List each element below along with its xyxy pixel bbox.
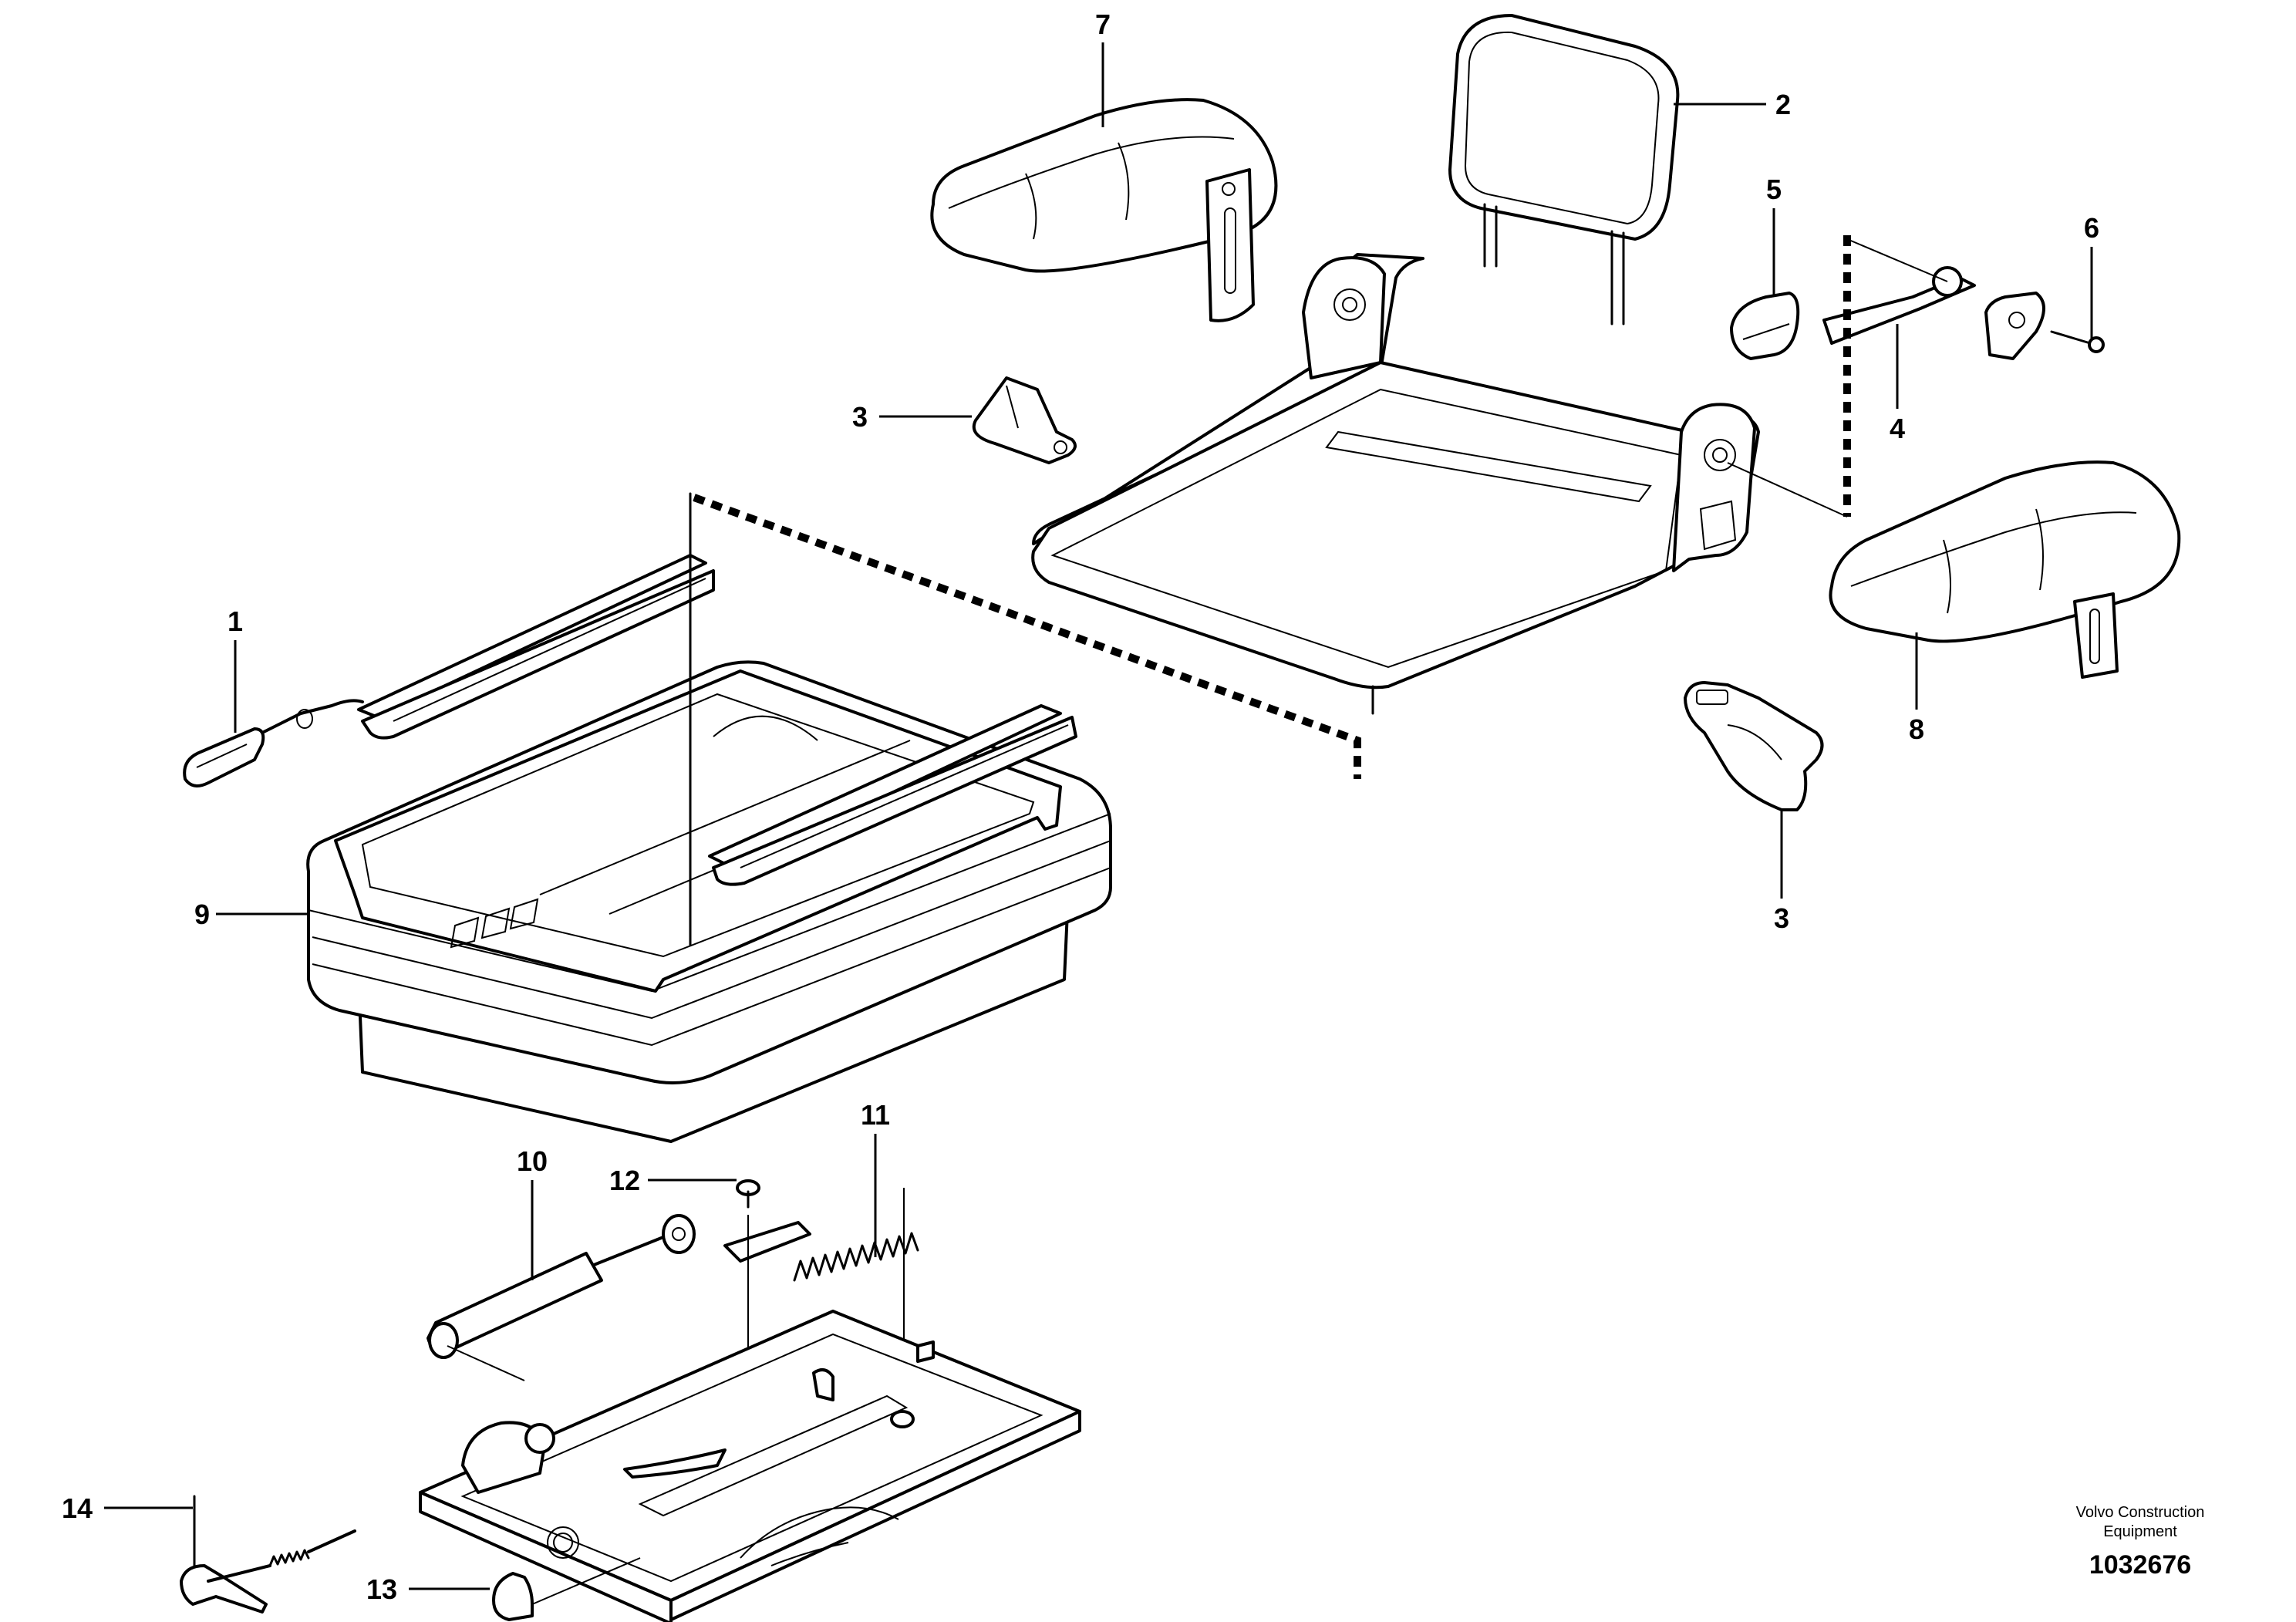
headrest-part	[1448, 14, 1680, 325]
clip-part-13	[492, 1557, 641, 1621]
assembly-line-right-2	[1727, 462, 1848, 518]
seat-base-logo	[450, 898, 539, 949]
callout-4: 4	[1890, 413, 1905, 444]
callout-3-lower: 3	[1774, 902, 1789, 934]
gas-spring-part-10	[426, 1214, 696, 1381]
slide-rail-part-1-right	[689, 492, 1077, 946]
lever-part-4	[1822, 266, 2045, 360]
armrest-left-part	[930, 98, 1278, 322]
callout-2: 2	[1775, 89, 1791, 120]
buckle-part-3-lower	[1684, 681, 1824, 811]
base-plate-frame	[419, 1310, 1081, 1622]
callout-11: 11	[861, 1099, 890, 1131]
credit-line-1: Volvo Construction	[2076, 1504, 2205, 1521]
assembly-line-right-1	[1846, 238, 1948, 282]
handle-part-5	[1730, 292, 1800, 360]
callout-5: 5	[1766, 174, 1782, 205]
callout-14: 14	[62, 1492, 93, 1524]
leader-lines	[104, 42, 2093, 1590]
callout-12: 12	[609, 1165, 640, 1196]
callout-8: 8	[1909, 713, 1924, 745]
lever-bolt-part-14	[180, 1495, 356, 1614]
callout-labels: 1 2 3 3 4 5 6 7 8 9 10 11 12 13 14	[62, 8, 2099, 1605]
callout-13: 13	[366, 1573, 397, 1605]
callout-3-upper: 3	[852, 401, 868, 433]
seat-shell-part	[1031, 253, 1760, 715]
credit-line-2: Equipment	[2103, 1523, 2177, 1540]
callout-9: 9	[194, 899, 210, 930]
callout-6: 6	[2084, 212, 2099, 244]
credit-block: Volvo Construction Equipment 1032676	[2076, 1504, 2205, 1580]
callout-10: 10	[517, 1145, 548, 1177]
armrest-right-part	[1829, 460, 2181, 679]
bracket-part-3-upper	[972, 376, 1077, 464]
document-number: 1032676	[2089, 1550, 2191, 1580]
spring-part-11	[793, 1188, 919, 1357]
assembly-dashed-line-left	[693, 494, 1361, 779]
callout-7: 7	[1095, 8, 1111, 40]
slide-rail-part-1	[183, 554, 715, 787]
screw-part-6	[2050, 330, 2105, 353]
callout-1: 1	[228, 605, 243, 637]
